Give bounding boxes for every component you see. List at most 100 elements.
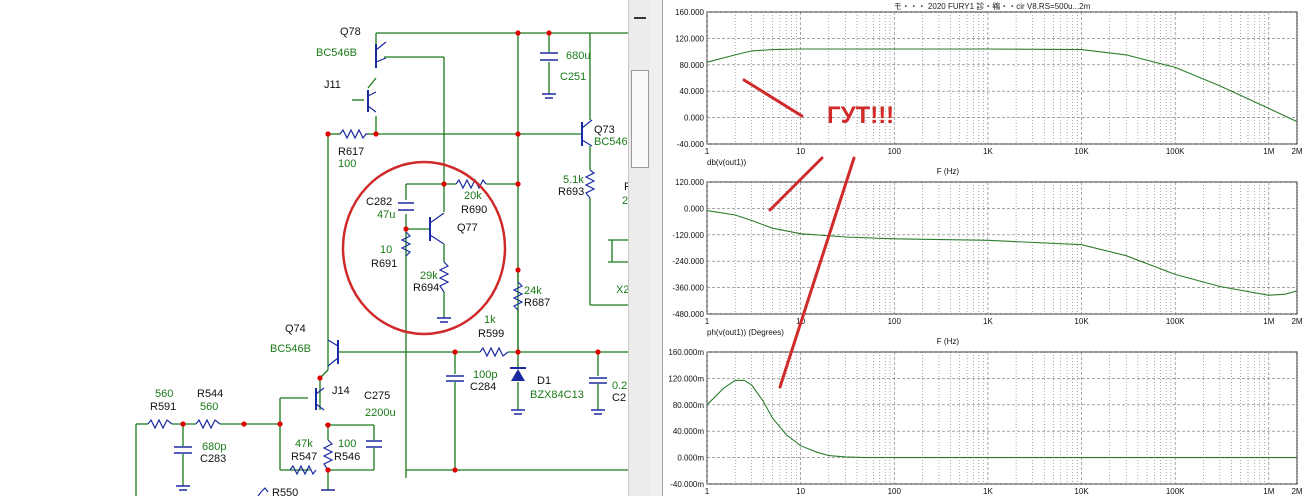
y-axis-label: db(v(out1)) <box>707 158 746 167</box>
label-r693-ref: R693 <box>558 186 584 198</box>
label-q73-ref: Q73 <box>594 124 615 136</box>
label-r547-ref: R547 <box>291 451 317 463</box>
y-tick-label: 120.000 <box>675 178 704 187</box>
scroll-up-icon[interactable] <box>634 5 646 19</box>
x-tick-label: 1K <box>983 317 993 326</box>
y-tick-label: 0.000m <box>677 454 704 463</box>
annotation-circle <box>341 160 507 336</box>
x-tick-label: 10K <box>1074 147 1089 156</box>
label-q73-val: BC546 <box>594 136 628 148</box>
label-c-partial-ref: C2 <box>612 392 626 404</box>
y-tick-label: 40.000m <box>673 427 704 436</box>
label-j11-ref: J11 <box>324 79 341 91</box>
y-tick-label: -120.000 <box>672 231 704 240</box>
x-tick-label: 10K <box>1074 317 1089 326</box>
label-c282-val: 47u <box>377 209 395 221</box>
y-tick-label: 120.000m <box>668 374 704 383</box>
y-tick-label: 80.000m <box>673 401 704 410</box>
label-r690-ref: R690 <box>461 204 487 216</box>
label-r687-val: 24k <box>524 285 542 297</box>
schematic-transistors <box>315 41 593 411</box>
window-splitter[interactable] <box>650 0 663 496</box>
label-r550-ref: R550 <box>272 487 298 496</box>
diode-d1 <box>510 367 526 381</box>
y-tick-label: -240.000 <box>672 257 704 266</box>
x-tick-label: 2M <box>1291 487 1302 496</box>
x-tick-label: 1M <box>1263 317 1274 326</box>
label-c284-val: 100p <box>473 369 497 381</box>
plot-panel-2: 120.000 0.000 -120.000 -240.000 -360.000 -480… <box>672 178 1302 346</box>
x-tick-label: 100K <box>1166 487 1185 496</box>
label-r544-val: 560 <box>200 401 218 413</box>
label-q74-ref: Q74 <box>285 323 306 335</box>
x-tick-label: 100K <box>1166 317 1185 326</box>
label-r694-val: 29k <box>420 270 438 282</box>
y-tick-label: 80.000 <box>680 61 705 70</box>
x-tick-label: 1M <box>1263 487 1274 496</box>
label-q77-ref: Q77 <box>457 222 478 234</box>
plot-frame <box>706 181 1298 315</box>
x-tick-label: 2M <box>1291 147 1302 156</box>
y-axis-label: ph(v(out1)) (Degrees) <box>707 328 784 337</box>
label-2-partial: 2 <box>622 195 628 207</box>
label-c251-val: 680u <box>566 50 590 62</box>
annotation-strokes <box>742 78 856 389</box>
y-tick-label: 120.000 <box>675 34 704 43</box>
label-j14-ref: J14 <box>332 385 350 397</box>
y-tick-label: -360.000 <box>672 284 704 293</box>
series-line <box>706 210 1298 296</box>
schematic-scrollbar[interactable] <box>628 0 651 496</box>
x-tick-label: 1M <box>1263 147 1274 156</box>
x-tick-label: 10 <box>796 147 805 156</box>
label-q78-ref: Q78 <box>340 26 361 38</box>
label-r617-ref: R617 <box>338 146 364 158</box>
schematic-canvas[interactable]: Q78 BC546B 680u C251 J11 R617 100 Q73 BC… <box>0 0 628 496</box>
y-tick-label: 0.000 <box>684 114 705 123</box>
label-r694-ref: R694 <box>413 282 439 294</box>
label-c275-ref: C275 <box>364 390 390 402</box>
x-tick-label: 1 <box>705 487 710 496</box>
scrollbar-thumb[interactable] <box>631 70 649 168</box>
y-tick-label: -480.000 <box>672 310 704 319</box>
label-c284-ref: C284 <box>470 381 496 393</box>
plot-window[interactable]: モ・・・ 2020 FURY1 診・鴾・・cir V8.RS=500u...2m… <box>662 0 1315 496</box>
label-d1-ref: D1 <box>537 375 551 387</box>
label-r687-ref: R687 <box>524 297 550 309</box>
y-tick-label: 160.000 <box>675 8 704 17</box>
x-tick-label: 100 <box>888 147 902 156</box>
x-tick-label: 1K <box>983 487 993 496</box>
series-line <box>706 379 1297 459</box>
label-r617-val: 100 <box>338 158 356 170</box>
plot-title: モ・・・ 2020 FURY1 診・鴾・・cir V8.RS=500u...2m <box>894 1 1091 11</box>
label-c283-val: 680p <box>202 441 226 453</box>
label-c275-val: 2200u <box>365 407 396 419</box>
x-tick-label: 100 <box>888 487 902 496</box>
schematic-labels: Q78 BC546B 680u C251 J11 R617 100 Q73 BC… <box>150 26 628 496</box>
label-r544-ref: R544 <box>197 388 223 400</box>
y-tick-label: -40.000 <box>677 140 705 149</box>
label-r547-val: 47k <box>295 438 313 450</box>
label-d1-val: BZX84C13 <box>530 389 584 401</box>
x-axis-label: F (Hz) <box>937 167 960 176</box>
x-tick-label: 1 <box>705 317 710 326</box>
y-tick-label: 40.000 <box>680 87 705 96</box>
label-r691-ref: R691 <box>371 258 397 270</box>
annotation-text: ГУТ!!! <box>827 102 894 129</box>
label-r591-ref: R591 <box>150 401 176 413</box>
x-tick-label: 100 <box>888 317 902 326</box>
label-q78-val: BC546B <box>316 47 357 59</box>
x-tick-label: 1 <box>705 147 710 156</box>
schematic-resistors <box>147 128 596 496</box>
label-r599-ref: R599 <box>478 328 504 340</box>
label-c-partial-val: 0.2 <box>612 380 627 392</box>
y-tick-label: 0.000 <box>684 204 705 213</box>
label-c251-ref: C251 <box>560 71 586 83</box>
y-tick-label: -40.000m <box>670 480 704 489</box>
plot-frame <box>706 351 1298 485</box>
y-tick-label: 160.000m <box>668 348 704 357</box>
x-tick-label: 10K <box>1074 487 1089 496</box>
label-f-partial: F <box>624 181 628 193</box>
label-r690-val: 20k <box>464 190 482 202</box>
